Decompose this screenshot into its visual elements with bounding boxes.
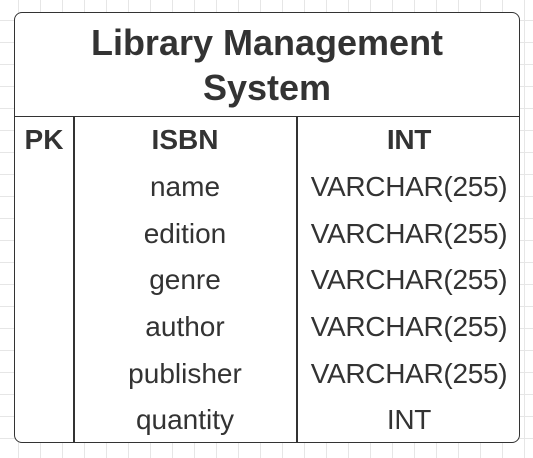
field-row-quantity[interactable]: quantity INT <box>15 397 519 442</box>
field-name: name <box>149 171 221 203</box>
key-marker <box>15 164 73 211</box>
field-row-name[interactable]: name VARCHAR(255) <box>15 164 519 211</box>
type-column-divider <box>296 117 298 442</box>
field-type: VARCHAR(255) <box>310 217 508 249</box>
field-name: quantity <box>135 404 235 436</box>
field-row-genre[interactable]: genre VARCHAR(255) <box>15 257 519 304</box>
field-type: INT <box>386 404 432 436</box>
field-name: author <box>145 311 225 343</box>
field-name: edition <box>143 217 227 249</box>
key-marker <box>15 257 73 304</box>
field-name: genre <box>149 264 221 296</box>
key-column-divider <box>73 117 75 442</box>
field-row-isbn[interactable]: PK ISBN INT <box>15 117 519 164</box>
field-type: VARCHAR(255) <box>310 311 508 343</box>
field-type: VARCHAR(255) <box>310 264 508 296</box>
field-list: PK ISBN INT name VARCHAR(255) edition VA… <box>15 117 519 442</box>
key-marker <box>15 210 73 257</box>
field-name: publisher <box>128 357 242 389</box>
field-name: ISBN <box>151 124 219 156</box>
primary-key-marker: PK <box>24 124 64 156</box>
field-row-author[interactable]: author VARCHAR(255) <box>15 304 519 351</box>
field-type: INT <box>386 124 432 156</box>
entity-table[interactable]: Library Management System PK ISBN INT na… <box>14 12 520 443</box>
key-marker <box>15 350 73 397</box>
field-row-edition[interactable]: edition VARCHAR(255) <box>15 210 519 257</box>
key-marker <box>15 304 73 351</box>
key-marker <box>15 397 73 442</box>
entity-title: Library Management System <box>15 13 519 117</box>
field-type: VARCHAR(255) <box>310 357 508 389</box>
field-row-publisher[interactable]: publisher VARCHAR(255) <box>15 350 519 397</box>
field-type: VARCHAR(255) <box>310 171 508 203</box>
